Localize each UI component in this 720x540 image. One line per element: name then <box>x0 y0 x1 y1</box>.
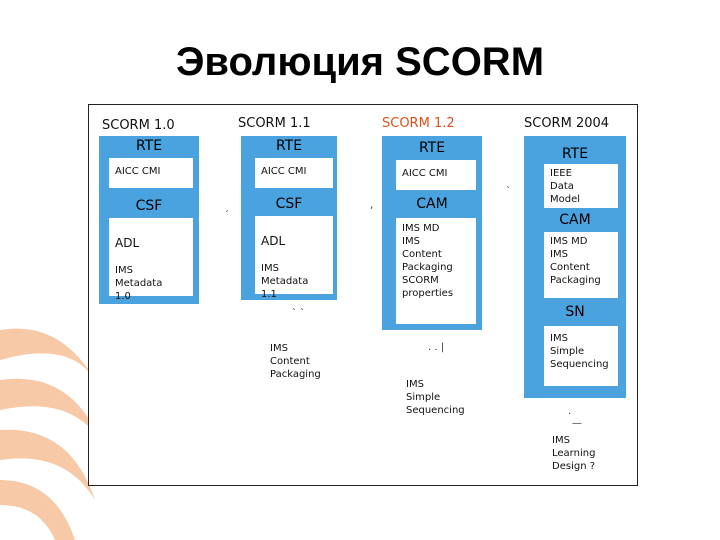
rte-box: IEEE Data Model <box>544 164 618 208</box>
csf-header: CSF <box>99 198 199 214</box>
connector-mark: — <box>572 418 582 429</box>
version-label-1-1: SCORM 1.1 <box>238 116 311 131</box>
column-scorm-2004: RTE IEEE Data Model CAM IMS MD IMS Conte… <box>524 136 626 398</box>
below-text-1-1: IMS Content Packaging <box>270 342 321 381</box>
csf-box-body: IMS Metadata 1.0 <box>115 265 162 302</box>
rte-box: AICC CMI <box>255 158 333 188</box>
csf-box: ADL IMS Metadata 1.0 <box>109 218 193 296</box>
connector-mark: ´ <box>224 210 229 221</box>
below-text-2004: IMS Learning Design ? <box>552 434 595 473</box>
connector-mark: ` <box>506 186 511 197</box>
cam-box: IMS MD IMS Content Packaging <box>544 232 618 298</box>
sn-box: IMS Simple Sequencing <box>544 326 618 386</box>
rte-box: AICC CMI <box>396 160 476 190</box>
version-label-1-2: SCORM 1.2 <box>382 116 455 131</box>
rte-box: AICC CMI <box>109 158 193 188</box>
version-label-1-0: SCORM 1.0 <box>102 118 175 133</box>
csf-box: ADL IMS Metadata 1.1 <box>255 216 333 294</box>
cam-box: IMS MD IMS Content Packaging SCORM prope… <box>396 218 476 324</box>
column-scorm-1-1: RTE AICC CMI CSF ADL IMS Metadata 1.1 <box>241 136 337 300</box>
csf-box-body: IMS Metadata 1.1 <box>261 263 308 300</box>
below-text-1-2: IMS Simple Sequencing <box>406 378 465 417</box>
rte-header: RTE <box>524 146 626 162</box>
connector-mark: . . | <box>428 342 444 353</box>
rte-header: RTE <box>241 138 337 154</box>
sn-header: SN <box>524 304 626 320</box>
csf-header: CSF <box>241 196 337 212</box>
version-label-2004: SCORM 2004 <box>524 116 609 131</box>
adl-label: ADL <box>261 233 327 249</box>
cam-header: CAM <box>524 212 626 228</box>
connector-mark: , <box>370 200 373 211</box>
rte-header: RTE <box>382 140 482 156</box>
rte-header: RTE <box>99 138 199 154</box>
column-scorm-1-0: RTE AICC CMI CSF ADL IMS Metadata 1.0 <box>99 136 199 304</box>
column-scorm-1-2: RTE AICC CMI CAM IMS MD IMS Content Pack… <box>382 136 482 330</box>
connector-mark: ` ` <box>292 308 305 319</box>
connector-mark: . <box>568 406 571 417</box>
adl-label: ADL <box>115 235 187 251</box>
cam-header: CAM <box>382 196 482 212</box>
page-title: Эволюция SCORM <box>0 40 720 85</box>
